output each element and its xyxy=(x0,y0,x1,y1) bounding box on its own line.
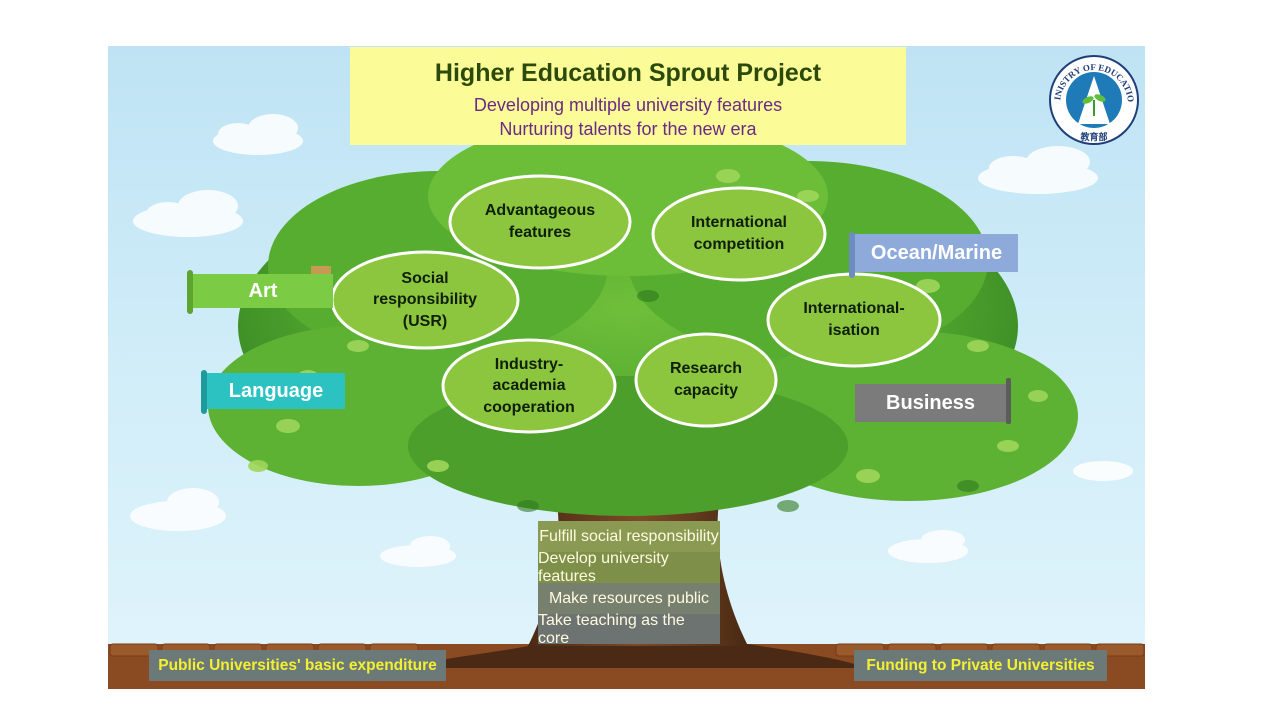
tag-ocean-marine: Ocean/Marine xyxy=(870,241,1003,264)
subtitle-line-2: Nurturing talents for the new era xyxy=(499,119,757,139)
pillar-fulfill-social-responsibility: Fulfill social responsibility xyxy=(539,527,719,545)
base-public-universities: Public Universities' basic expenditure xyxy=(149,650,446,681)
cloud xyxy=(380,536,456,567)
cloud xyxy=(888,530,968,563)
tag-business-shape xyxy=(855,378,1011,424)
tag-business: Business xyxy=(886,391,975,414)
logo-chinese-text: 教育部 xyxy=(1079,131,1107,143)
clouds xyxy=(130,114,1133,567)
feature-ellipse-advantageous xyxy=(448,174,632,270)
tag-language: Language xyxy=(228,379,324,402)
sprout-icon xyxy=(1082,94,1106,116)
tag-art-shape xyxy=(187,266,333,314)
tag-art: Art xyxy=(248,279,278,302)
pillar-bars xyxy=(538,521,720,644)
pillar-develop-university-features: Develop university features xyxy=(538,549,669,585)
tag-ocean-shape xyxy=(849,232,1018,278)
tag-language-shape xyxy=(201,370,345,414)
page-title: Higher Education Sprout Project xyxy=(434,59,822,87)
header-banner: Higher Education Sprout Project Developi… xyxy=(350,47,906,145)
ministry-of-education-logo: MINISTRY OF EDUCATION 教育部 xyxy=(1048,54,1139,145)
feature-ellipse-research-capacity xyxy=(634,332,778,428)
tree-roots xyxy=(408,644,868,668)
cloud xyxy=(213,114,303,155)
base-private-universities: Funding to Private Universities xyxy=(854,650,1107,681)
cloud xyxy=(133,190,243,237)
feature-ellipse-industry-academia xyxy=(441,338,617,434)
feature-ellipses xyxy=(330,174,942,434)
cloud xyxy=(978,146,1098,194)
pillar-make-resources-public: Make resources public xyxy=(548,589,710,607)
feature-ellipse-international-competition xyxy=(651,186,827,282)
feature-internationalisation: International-isation xyxy=(803,300,905,339)
slide: Higher Education Sprout Project Developi… xyxy=(108,46,1145,689)
subtitle-line-1: Developing multiple university features xyxy=(473,95,783,115)
cloud xyxy=(1073,461,1133,481)
pillar-take-teaching-as-core: Take teaching as the core xyxy=(538,611,685,647)
cloud xyxy=(130,488,226,531)
